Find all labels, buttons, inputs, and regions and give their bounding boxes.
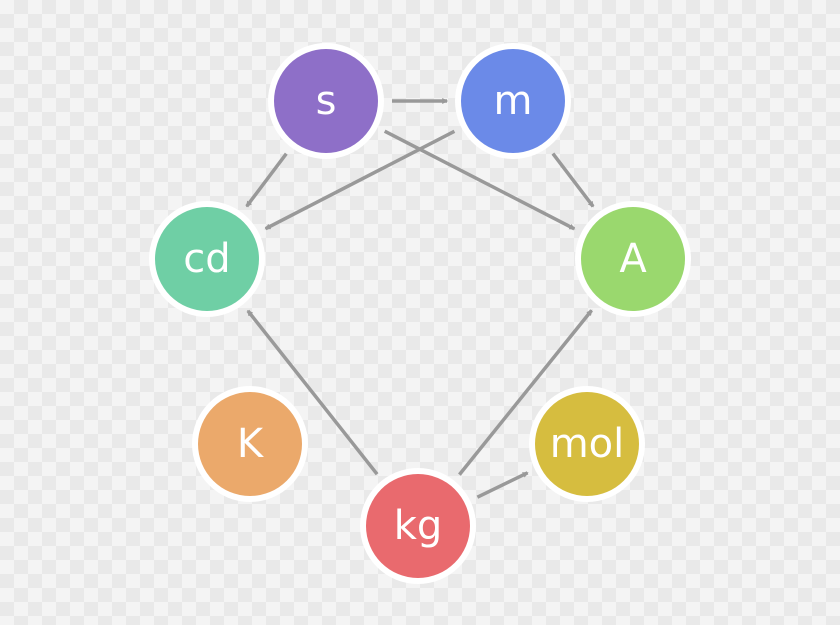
edge-kg-to-mol: [476, 471, 529, 499]
node-circle-cd: [155, 207, 259, 311]
node-s: s: [268, 43, 384, 159]
node-label-s: s: [316, 78, 337, 124]
node-circle-mol: [535, 392, 639, 496]
node-circle-m: [461, 49, 565, 153]
node-m: m: [455, 43, 571, 159]
edge-kg-to-A: [458, 309, 593, 476]
node-circle-kg: [366, 474, 470, 578]
node-mol: mol: [529, 386, 645, 502]
node-cd: cd: [149, 201, 265, 317]
node-label-A: A: [619, 236, 647, 282]
edge-m-to-A: [551, 152, 595, 208]
edge-s-to-cd: [245, 152, 288, 208]
edge-m-to-cd: [264, 129, 456, 231]
node-label-kg: kg: [394, 503, 443, 549]
node-label-K: K: [237, 421, 265, 467]
edges-layer: [245, 98, 595, 499]
node-label-mol: mol: [550, 421, 625, 467]
node-label-cd: cd: [183, 236, 230, 282]
edge-kg-to-cd: [246, 309, 379, 476]
node-circle-A: [581, 207, 685, 311]
edge-s-to-A: [383, 129, 576, 231]
node-A: A: [575, 201, 691, 317]
node-circle-s: [274, 49, 378, 153]
node-kg: kg: [360, 468, 476, 584]
node-circle-K: [198, 392, 302, 496]
node-label-m: m: [494, 78, 533, 124]
node-K: K: [192, 386, 308, 502]
